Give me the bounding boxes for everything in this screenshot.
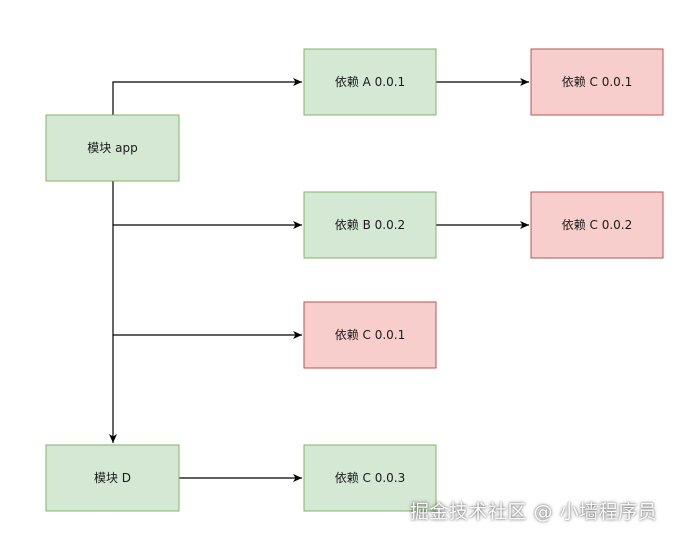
edge-app-to-dep-a [112, 78, 302, 115]
node-dep-c-001-via-a: 依赖 C 0.0.1 [530, 48, 664, 116]
node-dep-a-001: 依赖 A 0.0.1 [303, 48, 437, 116]
watermark-text: 掘金技术社区 @ 小墙程序员 [410, 501, 658, 523]
edges [109, 78, 529, 482]
node-module-app: 模块 app [45, 114, 180, 182]
node-dep-a-001-label: 依赖 A 0.0.1 [335, 74, 405, 89]
node-dep-b-002-label: 依赖 B 0.0.2 [335, 217, 405, 232]
node-module-d: 模块 D [45, 444, 180, 512]
node-dep-c-001-direct-label: 依赖 C 0.0.1 [335, 327, 406, 342]
node-dep-c-001-via-a-label: 依赖 C 0.0.1 [562, 74, 633, 89]
node-dep-b-002: 依赖 B 0.0.2 [303, 191, 437, 259]
node-dep-c-001-direct: 依赖 C 0.0.1 [303, 301, 437, 369]
node-dep-c-003-label: 依赖 C 0.0.3 [335, 470, 406, 485]
node-dep-c-003: 依赖 C 0.0.3 [303, 444, 437, 512]
node-module-d-label: 模块 D [94, 471, 131, 485]
node-dep-c-002-via-b-label: 依赖 C 0.0.2 [562, 217, 633, 232]
node-dep-c-002-via-b: 依赖 C 0.0.2 [530, 191, 664, 259]
node-module-app-label: 模块 app [87, 141, 137, 155]
